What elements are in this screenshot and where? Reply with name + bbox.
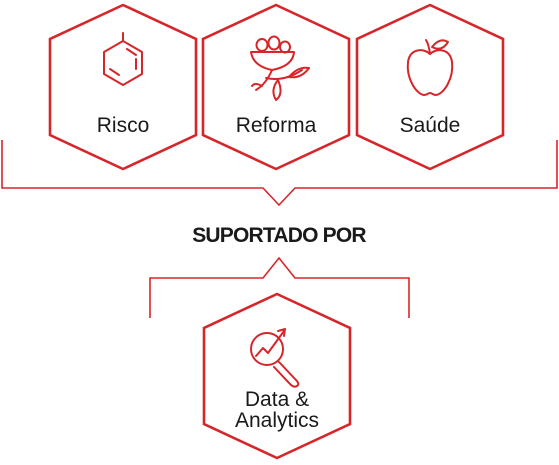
hexagon-risco-label: Risco xyxy=(97,114,150,137)
benzene-icon xyxy=(103,32,143,86)
hexagon-risco-shape xyxy=(48,3,198,171)
hexagon-reforma: Reforma xyxy=(201,3,351,171)
hexagon-risco: Risco xyxy=(48,3,198,171)
hexagon-saude: Saúde xyxy=(355,3,505,171)
hexagon-data-analytics: Data & Analytics xyxy=(202,292,352,460)
hexagon-saude-label: Saúde xyxy=(400,114,461,137)
apple-icon xyxy=(406,39,454,96)
nest-branch-icon xyxy=(250,35,310,101)
hexagon-data-analytics-shape xyxy=(202,292,352,460)
hexagon-reforma-label: Reforma xyxy=(236,114,317,137)
hexagon-data-analytics-label-line2: Analytics xyxy=(235,409,319,432)
hexagon-data-analytics-label-line1: Data & xyxy=(245,388,309,411)
hexagon-saude-shape xyxy=(355,3,505,171)
magnifier-chart-icon xyxy=(250,328,300,388)
bottom-bracket xyxy=(149,256,410,318)
hexagon-reforma-shape xyxy=(201,3,351,171)
top-bracket xyxy=(1,140,558,207)
supported-by-label: SUPORTADO POR xyxy=(192,224,366,247)
